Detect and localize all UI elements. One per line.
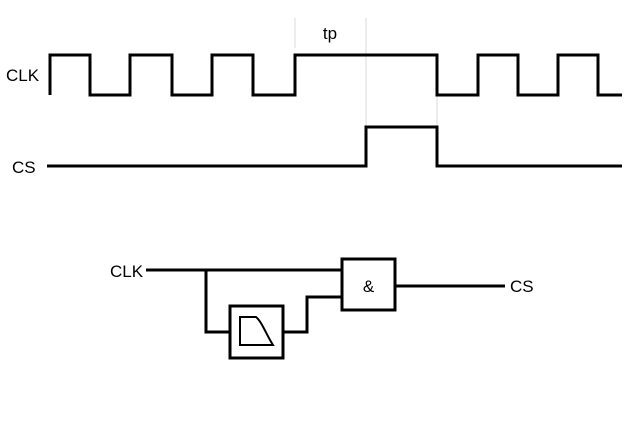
tp-label: tp xyxy=(323,24,337,43)
clk-signal-label: CLK xyxy=(6,66,40,85)
cs-signal-label: CS xyxy=(12,158,36,177)
and-gate xyxy=(340,257,397,312)
and-gate-symbol: & xyxy=(363,277,375,296)
delay-filter-icon xyxy=(239,316,275,346)
cs-waveform xyxy=(47,125,622,168)
delay-output-wire xyxy=(283,295,342,334)
clk-waveform xyxy=(48,53,622,97)
delay-input-wire xyxy=(204,270,230,334)
delay-element-box xyxy=(228,304,285,360)
cs-output-label: CS xyxy=(510,277,534,296)
clk-input-label: CLK xyxy=(110,262,144,281)
